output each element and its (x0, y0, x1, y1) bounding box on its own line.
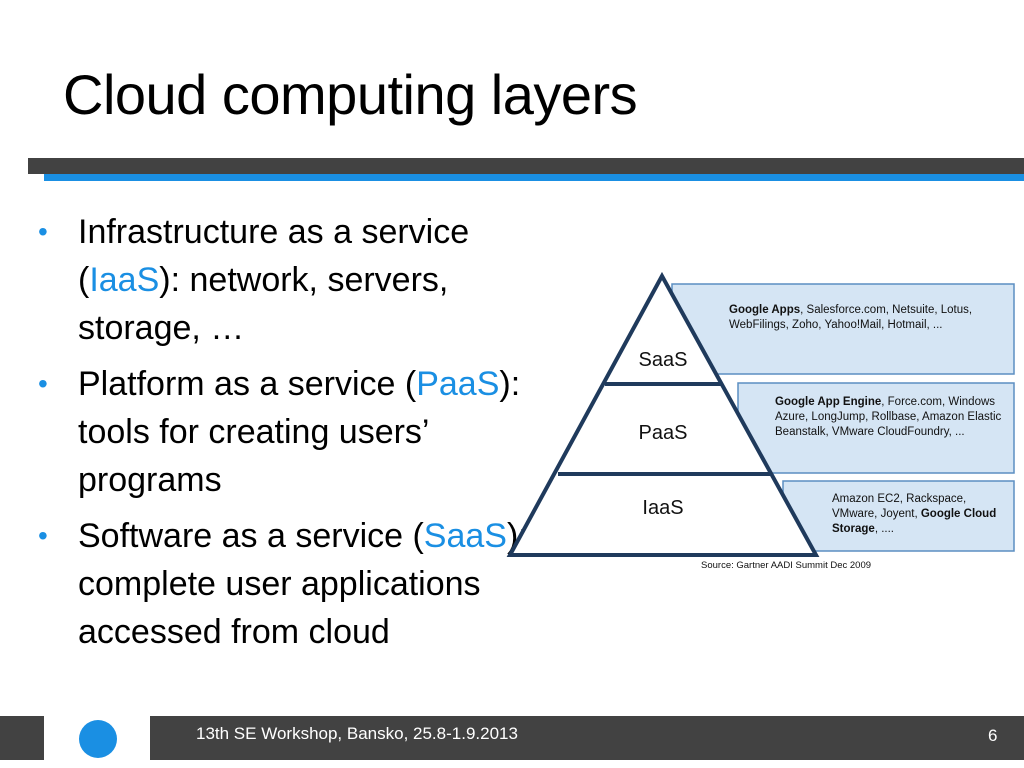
iaas-layer-label: IaaS (642, 497, 683, 519)
page-number: 6 (988, 726, 998, 745)
title-rule-dark (28, 158, 1024, 174)
saas-layer-label: SaaS (639, 349, 688, 371)
saas-description-box (671, 283, 1015, 375)
saas-desc-bold: Google Apps (729, 304, 801, 316)
cloud-layers-diagram: SaaS PaaS IaaS Google Apps, Salesforce.c… (500, 268, 1020, 578)
bullet-item-iaas: • Infrastructure as a service (IaaS): ne… (38, 208, 578, 352)
iaas-description: Amazon EC2, Rackspace, VMware, Joyent, G… (832, 492, 1002, 537)
pyramid-outline (506, 271, 820, 557)
paas-layer-label: PaaS (639, 422, 688, 444)
bullet-list: • Infrastructure as a service (IaaS): ne… (38, 208, 578, 664)
paas-desc-bold: Google App Engine (775, 396, 882, 408)
bullet-highlight: SaaS (423, 517, 507, 555)
paas-description: Google App Engine, Force.com, Windows Az… (775, 395, 1005, 440)
iaas-desc-tail: , .... (874, 523, 894, 535)
bullet-text-pre: Infrastructure as a service ( (78, 213, 470, 299)
bullet-dot-icon: • (38, 216, 48, 247)
saas-description: Google Apps, Salesforce.com, Netsuite, L… (729, 303, 1005, 333)
footer-text: 13th SE Workshop, Bansko, 25.8-1.9.2013 (196, 724, 518, 743)
iaas-desc-text: Amazon EC2, Rackspace, VMware, Joyent, (832, 493, 967, 520)
bullet-highlight: PaaS (416, 365, 500, 403)
iaas-desc-bold: Google Cloud Storage (832, 508, 997, 535)
bullet-text-post: ): tools for creating users’ programs (78, 365, 521, 499)
bullet-highlight: IaaS (89, 261, 160, 299)
bullet-item-paas: • Platform as a service (PaaS): tools fo… (38, 360, 578, 504)
title-rule-blue (44, 174, 1024, 181)
paas-description-box (737, 382, 1015, 474)
bullet-text-pre: Platform as a service ( (78, 365, 417, 403)
bullet-text-pre: Software as a service ( (78, 517, 424, 555)
footer-bar: 13th SE Workshop, Bansko, 25.8-1.9.2013 … (0, 716, 1024, 760)
paas-desc-text: , Force.com, Windows Azure, LongJump, Ro… (775, 396, 1002, 438)
footer-logo-icon (79, 720, 117, 758)
diagram-source: Source: Gartner AADI Summit Dec 2009 (701, 560, 872, 571)
slide-title: Cloud computing layers (63, 63, 638, 126)
pyramid-svg: SaaS PaaS IaaS (506, 271, 1015, 557)
bullet-text-post: ): network, servers, storage, … (78, 261, 449, 347)
bullet-item-saas: • Software as a service (SaaS): complete… (38, 512, 578, 656)
saas-desc-text: , Salesforce.com, Netsuite, Lotus, WebFi… (729, 304, 973, 331)
bullet-dot-icon: • (38, 520, 48, 551)
bullet-text-post: ): complete user applications accessed f… (78, 517, 528, 651)
bullet-dot-icon: • (38, 368, 48, 399)
